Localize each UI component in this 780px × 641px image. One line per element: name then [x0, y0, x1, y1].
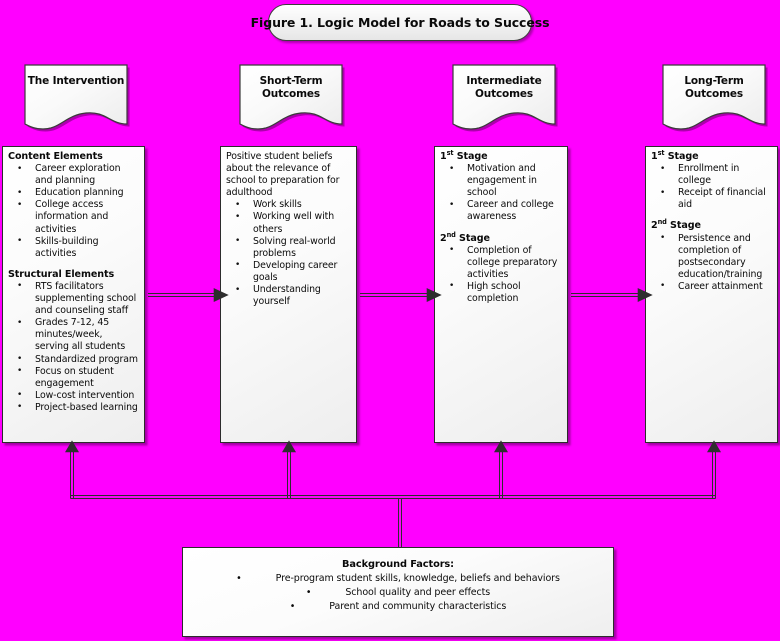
stage-ordinal: st: [657, 148, 665, 157]
stage-2-heading: 2nd Stage: [651, 218, 772, 232]
stage-number: 1: [651, 151, 658, 162]
header-label-line1: Long-Term: [684, 75, 744, 87]
stage-2-list: Completion of college preparatory activi…: [439, 244, 562, 305]
list-item: Work skills: [225, 199, 351, 211]
structural-elements-list: RTS facilitators supplementing school an…: [7, 280, 139, 414]
content-box-the-intervention: Content Elements Career exploration and …: [2, 146, 145, 443]
list-item: Receipt of financial aid: [650, 187, 772, 211]
content-box-long-term-outcomes: 1st Stage Enrollment in college Receipt …: [645, 146, 778, 443]
list-item: RTS facilitators supplementing school an…: [7, 280, 139, 317]
header-label: Short-Term Outcomes: [237, 75, 345, 101]
background-factors-item: • Parent and community characteristics: [183, 600, 613, 614]
header-label-line1: Intermediate: [466, 75, 542, 87]
list-item: Motivation and engagement in school: [439, 163, 562, 199]
header-label-line2: Outcomes: [262, 88, 320, 100]
stage-2-heading: 2nd Stage: [440, 230, 562, 245]
arrow-short-term-to-intermediate: [360, 288, 442, 302]
list-item: Career exploration and planning: [7, 163, 139, 187]
list-item: Solving real-world problems: [225, 235, 351, 260]
stage-ordinal: st: [446, 148, 454, 157]
background-factors-bus: [64, 440, 722, 547]
structural-elements-heading: Structural Elements: [8, 268, 115, 280]
list-item: Grades 7-12, 45 minutes/week, serving al…: [7, 317, 139, 353]
stage-1-list: Enrollment in college Receipt of financi…: [650, 163, 772, 211]
stage-1-heading: 1st Stage: [440, 148, 562, 163]
arrow-intermediate-to-long-term: [571, 288, 653, 302]
arrow-intervention-to-short-term: [148, 288, 229, 302]
short-term-list: Work skills Working well with others Sol…: [225, 199, 351, 308]
figure-title: Figure 1. Logic Model for Roads to Succe…: [251, 4, 550, 41]
stage-ordinal: nd: [446, 230, 456, 239]
content-elements-heading: Content Elements: [8, 151, 103, 162]
list-item: Persistence and completion of postsecond…: [650, 232, 772, 281]
list-item: Enrollment in college: [650, 163, 772, 187]
header-box-intermediate-outcomes: Intermediate Outcomes: [450, 63, 558, 136]
header-box-the-intervention: The Intervention: [22, 63, 130, 136]
wave-shape-icon: [239, 64, 345, 132]
stage-number: 2: [651, 220, 658, 232]
background-factors-item-text: School quality and peer effects: [345, 587, 491, 598]
header-box-short-term-outcomes: Short-Term Outcomes: [237, 63, 345, 136]
list-item: High school completion: [439, 280, 562, 305]
bullet-icon: •: [236, 573, 242, 584]
stage-number: 2: [440, 232, 447, 244]
stage-1-heading: 1st Stage: [651, 148, 772, 163]
list-item: Skills-building activities: [7, 235, 139, 260]
content-box-short-term-outcomes: Positive student beliefs about the relev…: [220, 146, 357, 443]
list-item: Education planning: [7, 187, 139, 199]
content-box-intermediate-outcomes: 1st Stage Motivation and engagement in s…: [434, 146, 568, 443]
list-item: Understanding yourself: [225, 284, 351, 308]
list-item: Low-cost intervention: [7, 389, 139, 402]
list-item: Focus on student engagement: [7, 365, 139, 390]
header-label-line2: Outcomes: [475, 88, 533, 100]
list-item: Career attainment: [650, 280, 772, 293]
stage-number: 1: [440, 151, 447, 162]
header-label: Long-Term Outcomes: [660, 75, 768, 101]
header-label: The Intervention: [27, 75, 125, 87]
header-box-long-term-outcomes: Long-Term Outcomes: [660, 63, 768, 136]
stage-ordinal: nd: [657, 218, 667, 227]
list-item: College access information and activitie…: [7, 199, 139, 235]
header-label-line2: Outcomes: [685, 88, 743, 100]
list-item: Standardized program: [7, 353, 139, 366]
background-factors-item: • School quality and peer effects: [183, 586, 613, 600]
stage-1-list: Motivation and engagement in school Care…: [439, 163, 562, 223]
list-item: Career and college awareness: [439, 199, 562, 223]
background-factors-item: • Pre-program student skills, knowledge, …: [183, 572, 613, 586]
wave-shape-icon: [24, 64, 130, 132]
short-term-lead-text: Positive student beliefs about the relev…: [226, 151, 340, 199]
stage-word: Stage: [667, 151, 699, 162]
bullet-icon: •: [289, 601, 296, 612]
header-label-line1: Short-Term: [259, 75, 323, 87]
list-item: Developing career goals: [225, 259, 351, 284]
stage-word: Stage: [670, 220, 701, 232]
background-factors-item-text: Pre-program student skills, knowledge, b…: [275, 573, 560, 584]
background-factors-item-text: Parent and community characteristics: [329, 601, 507, 612]
list-item: Completion of college preparatory activi…: [439, 244, 562, 281]
background-factors-title: Background Factors:: [342, 559, 454, 570]
stage-2-list: Persistence and completion of postsecond…: [650, 232, 772, 293]
list-item: Project-based learning: [7, 401, 139, 414]
wave-shape-icon: [662, 64, 768, 132]
bullet-icon: •: [305, 587, 312, 598]
stage-word: Stage: [459, 232, 490, 244]
content-elements-list: Career exploration and planning Educatio…: [7, 163, 139, 260]
wave-shape-icon: [452, 64, 558, 132]
background-factors-box: Background Factors: • Pre-program student…: [182, 547, 614, 637]
list-item: Working well with others: [225, 211, 351, 235]
header-label: Intermediate Outcomes: [450, 75, 558, 101]
stage-word: Stage: [456, 151, 488, 162]
